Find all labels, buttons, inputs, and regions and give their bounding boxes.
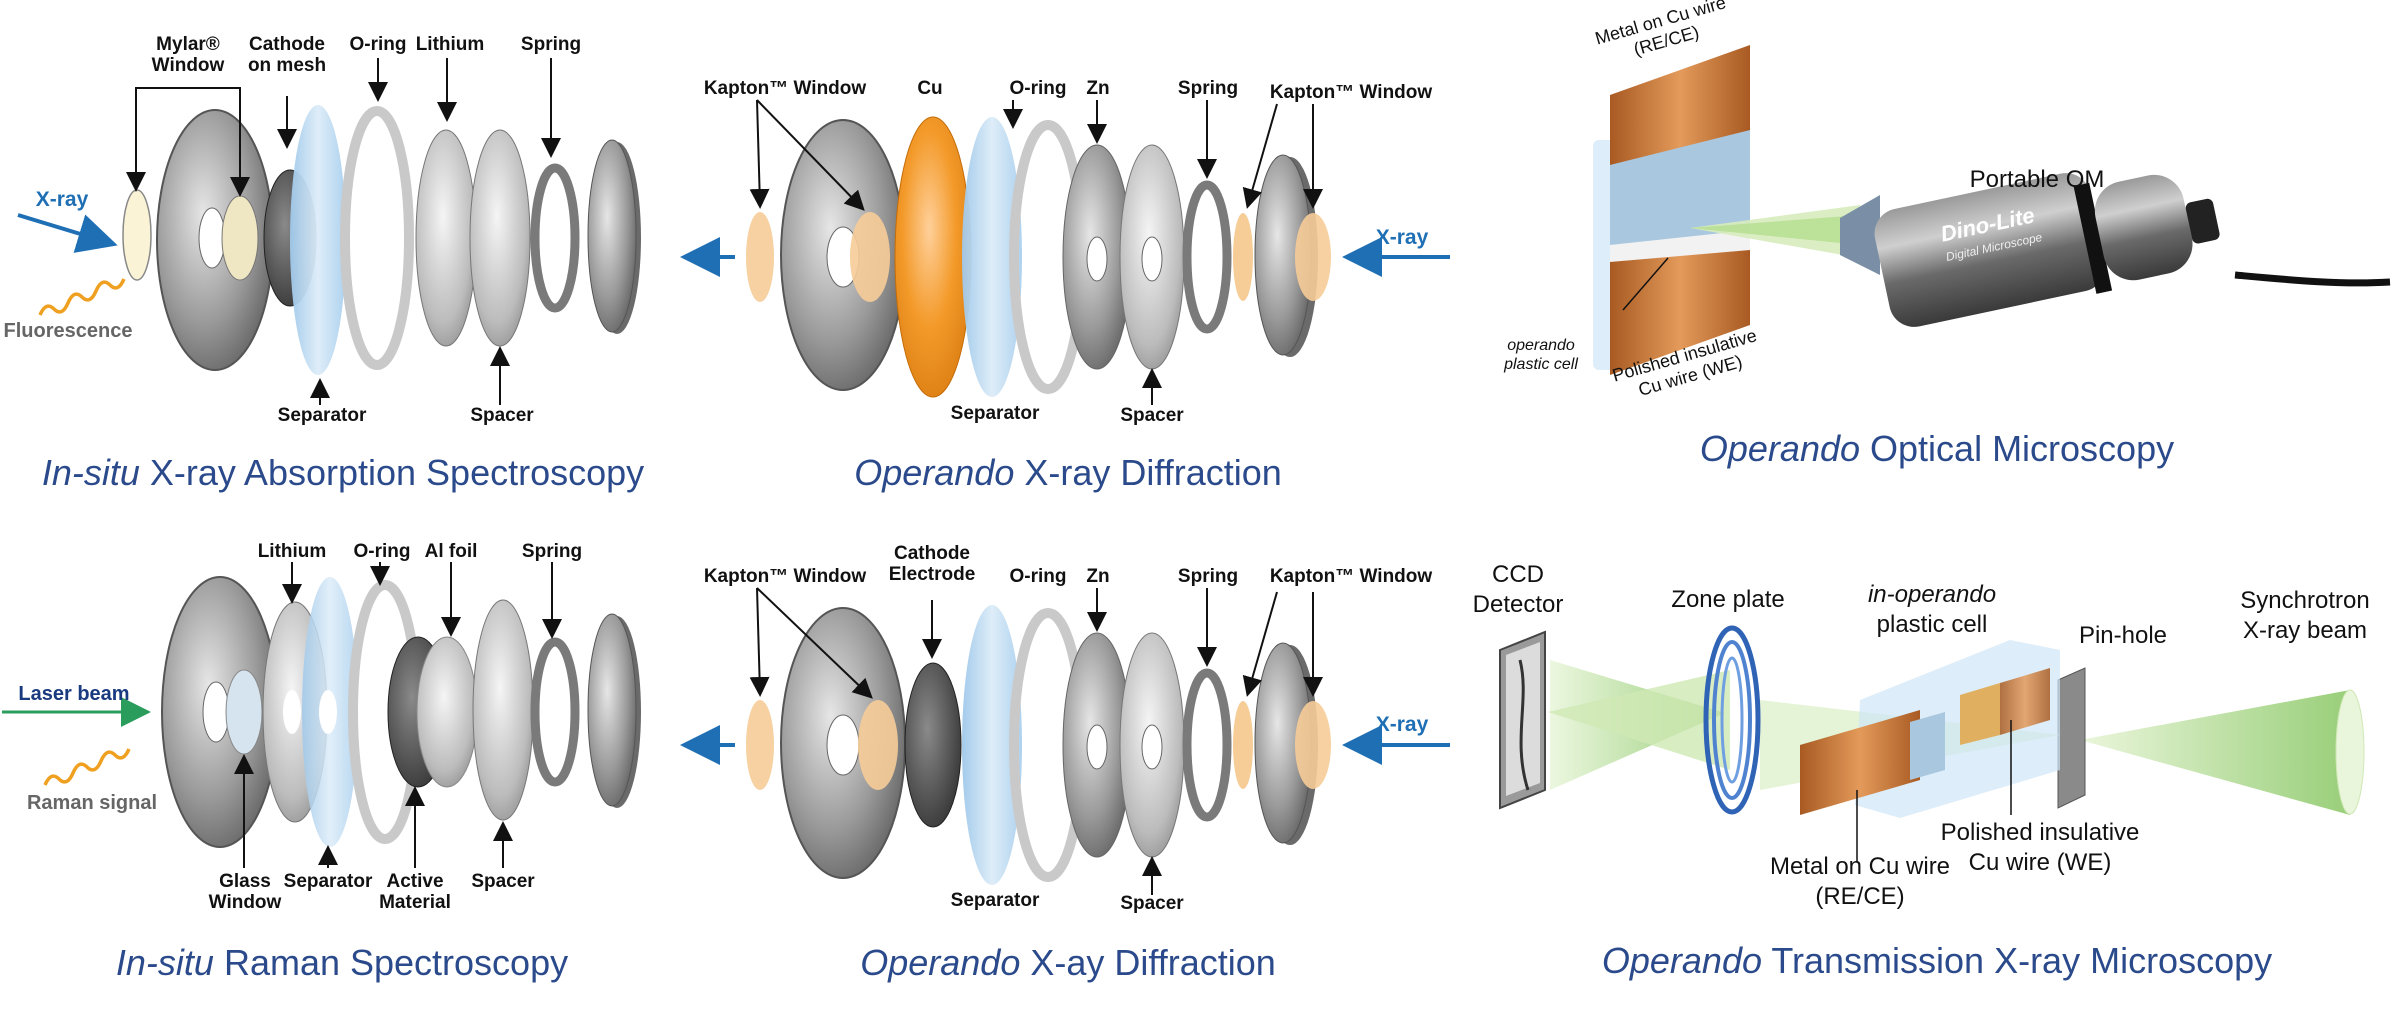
xas-label-xray: X-ray bbox=[35, 188, 89, 211]
xrd2-label-spring: Spring bbox=[1177, 566, 1239, 587]
raman-label-lithium: Lithium bbox=[257, 541, 327, 562]
raman-spring bbox=[530, 637, 580, 787]
xas-label-oring: O-ring bbox=[349, 34, 407, 55]
raman-spacer bbox=[472, 599, 534, 821]
xas-xray-arrow bbox=[17, 213, 118, 253]
om-microscope-body bbox=[1874, 173, 2106, 327]
txm-drawing bbox=[1499, 625, 2365, 862]
xas-label-fluorescence: Fluorescence bbox=[3, 320, 133, 342]
txm-beam-right bbox=[2080, 690, 2350, 815]
xrd1-label-cu: Cu bbox=[917, 78, 943, 99]
xrd1-label-zn: Zn bbox=[1086, 78, 1110, 99]
xrd1-label-spring: Spring bbox=[1177, 78, 1239, 99]
raman-label-spacer: Spacer bbox=[471, 871, 535, 892]
raman-title: In-situ Raman Spectroscopy bbox=[115, 942, 569, 983]
om-drawing bbox=[1593, 45, 2391, 375]
xas-label-spacer: Spacer bbox=[470, 405, 534, 426]
raman-label-laser: Laser beam bbox=[18, 683, 130, 705]
raman-signal-wave bbox=[43, 748, 131, 786]
xas-oring bbox=[340, 106, 414, 370]
xrd2-title: Operando X-ay Diffraction bbox=[860, 942, 1276, 983]
raman-label-alfoil: Al foil bbox=[424, 541, 478, 562]
xrd1-separator bbox=[962, 117, 1022, 397]
xrd2-label-zn: Zn bbox=[1086, 566, 1110, 587]
raman-label-oring: O-ring bbox=[353, 541, 411, 562]
om-microscope-tip bbox=[1840, 195, 1880, 275]
om-label-portable: Portable OM bbox=[1969, 166, 2105, 193]
xrd2-label-kapton-right: Kapton™ Window bbox=[1269, 566, 1433, 587]
raman-glass bbox=[225, 669, 263, 755]
om-cable bbox=[2234, 271, 2391, 287]
xrd2-label-spacer: Spacer bbox=[1120, 893, 1184, 914]
xas-mylar-left bbox=[122, 189, 152, 281]
xrd2-separator bbox=[962, 605, 1022, 885]
xrd2-cell-drawing bbox=[680, 587, 1450, 895]
raman-label-raman: Raman signal bbox=[26, 792, 158, 814]
xrd1-label-oring: O-ring bbox=[1009, 78, 1067, 99]
xrd1-label-separator: Separator bbox=[950, 403, 1040, 424]
txm-label-metal-wire: Metal on Cu wire(RE/CE) bbox=[1769, 853, 1951, 910]
xrd2-cathode bbox=[904, 662, 962, 828]
txm-label-zone: Zone plate bbox=[1671, 586, 1785, 613]
raman-label-spring: Spring bbox=[521, 541, 583, 562]
xas-label-lithium: Lithium bbox=[415, 34, 485, 55]
raman-alfoil bbox=[416, 636, 478, 788]
xas-cell-drawing bbox=[17, 58, 641, 405]
raman-cell-drawing bbox=[2, 562, 641, 868]
xas-label-mylar: Mylar®Window bbox=[151, 34, 225, 76]
xas-label-spring: Spring bbox=[520, 34, 582, 55]
xrd2-label-xray: X-ray bbox=[1375, 713, 1429, 736]
xrd1-spring bbox=[1182, 180, 1232, 334]
xas-separator bbox=[290, 105, 346, 375]
xrd1-cell-drawing bbox=[680, 99, 1450, 405]
txm-pinhole bbox=[2057, 667, 2086, 809]
xrd1-label-kapton-left: Kapton™ Window bbox=[703, 78, 867, 99]
xrd1-title: Operando X-ray Diffraction bbox=[854, 452, 1282, 493]
txm-title: Operando Transmission X-ray Microscopy bbox=[1601, 940, 2273, 981]
xas-lithium bbox=[415, 129, 477, 347]
xas-spring bbox=[530, 163, 580, 313]
raman-label-separator: Separator bbox=[283, 871, 373, 892]
txm-label-pinhole: Pin-hole bbox=[2078, 622, 2168, 649]
xas-title: In-situ X-ray Absorption Spectroscopy bbox=[41, 452, 645, 493]
xrd2-label-oring: O-ring bbox=[1009, 566, 1067, 587]
xrd1-label-kapton-right: Kapton™ Window bbox=[1269, 82, 1433, 103]
xas-spacer bbox=[469, 129, 531, 347]
xrd2-label-separator: Separator bbox=[950, 890, 1040, 911]
xas-cap bbox=[587, 139, 637, 333]
txm-copper-bar bbox=[1800, 710, 1920, 815]
xas-label-separator: Separator bbox=[277, 405, 367, 426]
xrd2-label-kapton-left: Kapton™ Window bbox=[703, 566, 867, 587]
xas-mylar-right bbox=[221, 195, 259, 281]
xas-fluorescence-wave bbox=[38, 278, 126, 316]
xrd1-label-xray: X-ray bbox=[1375, 226, 1429, 249]
xrd1-cu bbox=[894, 116, 972, 398]
om-title: Operando Optical Microscopy bbox=[1699, 428, 2175, 469]
xrd1-label-spacer: Spacer bbox=[1120, 405, 1184, 426]
txm-zone-plate bbox=[1703, 625, 1761, 815]
